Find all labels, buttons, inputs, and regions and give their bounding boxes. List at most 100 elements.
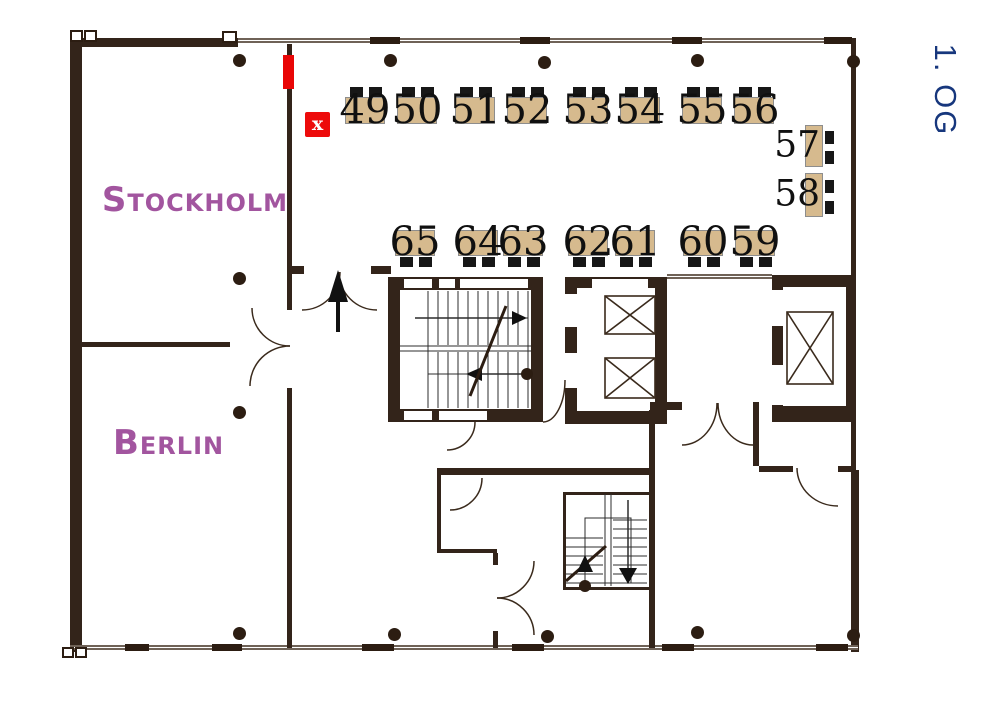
vestibule-wall <box>759 466 793 472</box>
direction-dot <box>579 580 591 592</box>
chair-icon <box>620 257 633 267</box>
chair-icon <box>825 151 834 164</box>
desk-56[interactable]: 56 <box>729 87 779 130</box>
chair-icon <box>402 87 415 97</box>
corridor-wall-right <box>649 410 655 648</box>
desk-62[interactable]: 62 <box>563 222 613 267</box>
red-position-bar[interactable] <box>283 55 294 89</box>
chair-icon <box>825 201 834 214</box>
room-divider-wall <box>82 342 230 347</box>
desk-65[interactable]: 65 <box>390 222 440 267</box>
column <box>691 54 704 67</box>
x-marker[interactable]: x <box>305 112 330 137</box>
chair-icon <box>482 257 495 267</box>
door-arcs <box>249 271 839 636</box>
desk-number: 55 <box>676 86 728 133</box>
stair2-wall <box>563 492 566 590</box>
desk-63[interactable]: 63 <box>498 222 548 267</box>
room-door-arc <box>496 560 535 599</box>
vestibule-wall <box>753 402 759 466</box>
chair-icon <box>707 257 720 267</box>
desk-number: 53 <box>562 86 614 133</box>
partition-wall <box>650 402 682 410</box>
desk-number: 60 <box>677 219 729 266</box>
outer-wall-bottom <box>70 645 858 650</box>
desk-50[interactable]: 50 <box>392 87 442 130</box>
entrance-stub-right <box>371 266 391 274</box>
desk-49[interactable]: 49 <box>340 87 390 130</box>
chair-icon <box>369 87 382 97</box>
partition-wall <box>437 468 652 475</box>
desk-61[interactable]: 61 <box>610 222 660 267</box>
desk-number: 57 <box>774 124 820 166</box>
desk-64[interactable]: 64 <box>453 222 503 267</box>
desk-54[interactable]: 54 <box>615 87 665 130</box>
column <box>233 406 246 419</box>
chair-icon <box>421 87 434 97</box>
column <box>541 630 554 643</box>
window-mullion <box>125 644 149 651</box>
window-box <box>222 31 237 43</box>
desk-57[interactable]: 57 <box>774 125 834 167</box>
stairwell-wall <box>388 277 400 422</box>
desk-number: 65 <box>389 219 441 266</box>
desk-52[interactable]: 52 <box>502 87 552 130</box>
room-label-stockholm: Stockholm <box>101 180 289 220</box>
window-box <box>84 30 97 42</box>
chair-icon <box>759 257 772 267</box>
entrance-door-arc <box>338 271 378 311</box>
chair-icon <box>419 257 432 267</box>
chair-icon <box>592 87 605 97</box>
chair-icon <box>739 87 752 97</box>
room-door-arc <box>446 421 476 451</box>
lobby-door-arc <box>681 402 718 446</box>
room-label-berlin: Berlin <box>113 423 225 463</box>
desk-55[interactable]: 55 <box>677 87 727 130</box>
desk-number: 50 <box>391 86 443 133</box>
chair-icon <box>512 87 525 97</box>
partition-wall <box>437 468 441 553</box>
main-staircase <box>400 291 533 408</box>
desk-number: 52 <box>501 86 553 133</box>
chair-icon <box>592 257 605 267</box>
chair-icon <box>527 257 540 267</box>
desk-53[interactable]: 53 <box>563 87 613 130</box>
chair-icon <box>639 257 652 267</box>
desk-58[interactable]: 58 <box>774 173 834 217</box>
vestibule-wall <box>838 466 854 472</box>
column <box>847 629 860 642</box>
desk-number: 56 <box>728 86 780 133</box>
room-door-arc <box>796 467 839 507</box>
desk-number: 59 <box>729 219 781 266</box>
chair-icon <box>350 87 363 97</box>
column <box>691 626 704 639</box>
secondary-staircase <box>565 494 647 592</box>
room-door-arc <box>249 345 291 387</box>
outer-wall-top <box>82 38 854 43</box>
outer-wall-top-corner <box>82 38 238 47</box>
desk-51[interactable]: 51 <box>450 87 500 130</box>
desk-60[interactable]: 60 <box>678 222 728 267</box>
entrance-stub-left <box>287 266 304 274</box>
elevator-shaft-wall <box>772 275 855 287</box>
partition-stub <box>493 631 498 648</box>
window-box <box>75 647 87 658</box>
lobby-door-arc <box>717 402 754 446</box>
entrance-door-arc <box>301 271 341 311</box>
lobby-glass-wall <box>667 274 772 279</box>
desk-59[interactable]: 59 <box>730 222 780 267</box>
column <box>233 54 246 67</box>
room-door-arc <box>496 597 535 636</box>
window-mullion <box>824 37 852 44</box>
elevator-car <box>786 311 834 385</box>
desk-number: 58 <box>774 173 820 215</box>
column <box>538 56 551 69</box>
entrance-arrow <box>328 270 348 332</box>
column <box>233 272 246 285</box>
stair2-wall <box>563 587 651 590</box>
room-door-arc <box>449 477 483 511</box>
window-mullion <box>662 644 694 651</box>
window-box <box>62 647 74 658</box>
partition-stub <box>493 553 498 565</box>
